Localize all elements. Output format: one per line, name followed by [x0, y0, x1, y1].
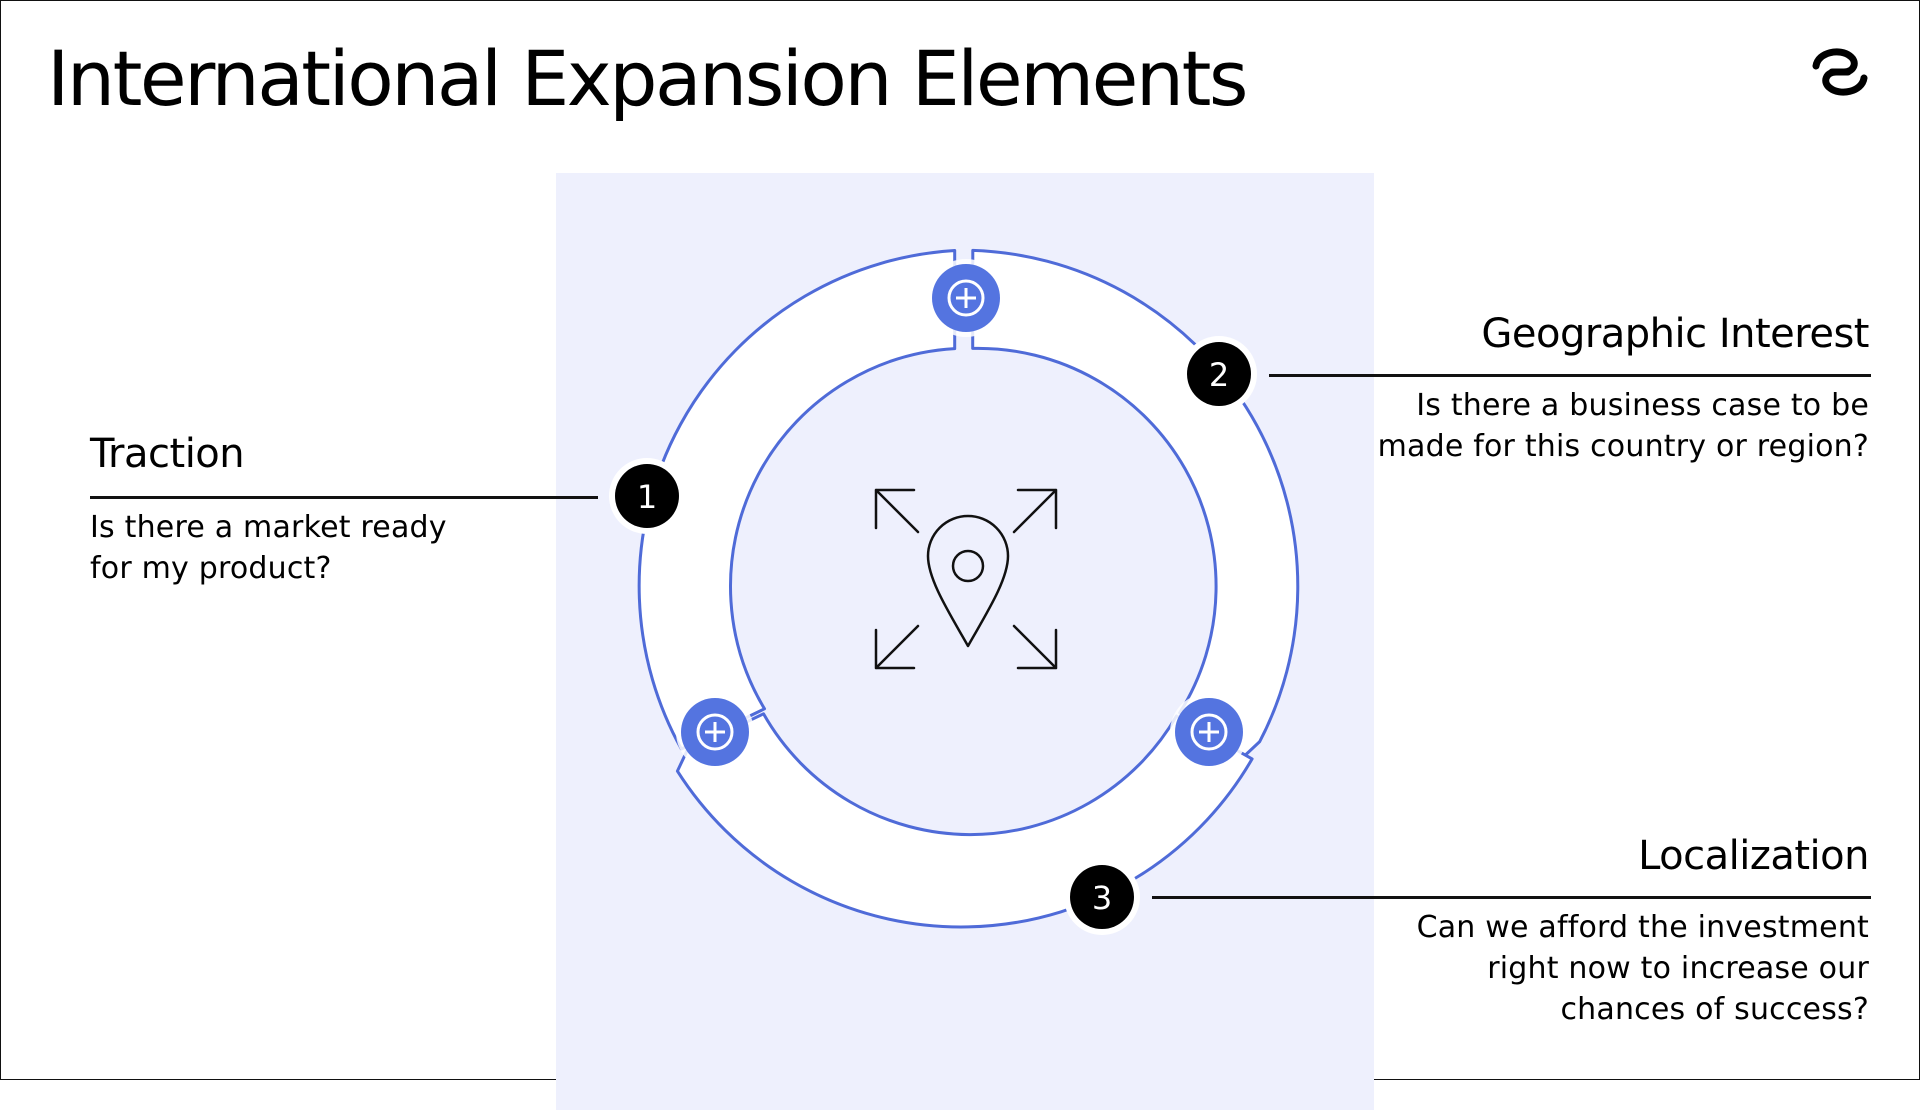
- step-3-description-line: chances of success?: [1560, 992, 1869, 1027]
- plus-circle-icon: [947, 279, 985, 317]
- step-1-description-line: for my product?: [90, 551, 332, 586]
- step-3-title: Localization: [1638, 833, 1869, 879]
- step-3-badge: 3: [1064, 859, 1140, 935]
- brand-logo: [1812, 48, 1868, 96]
- step-1-number: 1: [637, 478, 657, 516]
- step-2-title: Geographic Interest: [1481, 311, 1869, 357]
- step-2-description: Is there a business case to be made for …: [1378, 385, 1869, 467]
- step-2-description-line: Is there a business case to be: [1416, 388, 1869, 423]
- step-3-number: 3: [1092, 879, 1112, 917]
- plus-circle-icon: [696, 713, 734, 751]
- step-1-description-line: Is there a market ready: [90, 510, 447, 545]
- ring-segment-top-right: [971, 248, 1300, 762]
- step-1-badge: 1: [609, 458, 685, 534]
- step-1-title: Traction: [90, 431, 245, 477]
- page-title: International Expansion Elements: [47, 34, 1248, 123]
- ring-segment-left: [637, 249, 957, 751]
- step-3-description-line: Can we afford the investment: [1416, 910, 1869, 945]
- step-1-description: Is there a market ready for my product?: [90, 507, 447, 589]
- step-1-connector-line: [90, 496, 598, 499]
- step-3-connector-line: [1152, 896, 1871, 899]
- add-button-left[interactable]: [676, 693, 754, 771]
- add-button-top[interactable]: [927, 259, 1005, 337]
- add-button-right[interactable]: [1170, 693, 1248, 771]
- step-3-description-line: right now to increase our: [1487, 951, 1869, 986]
- step-2-description-line: made for this country or region?: [1377, 429, 1869, 464]
- step-2-badge: 2: [1181, 336, 1257, 412]
- step-3-description: Can we afford the investment right now t…: [1417, 907, 1869, 1030]
- step-2-number: 2: [1209, 356, 1229, 394]
- map-pin-expand-icon: [874, 488, 1058, 670]
- plus-circle-icon: [1190, 713, 1228, 751]
- step-2-connector-line: [1269, 374, 1871, 377]
